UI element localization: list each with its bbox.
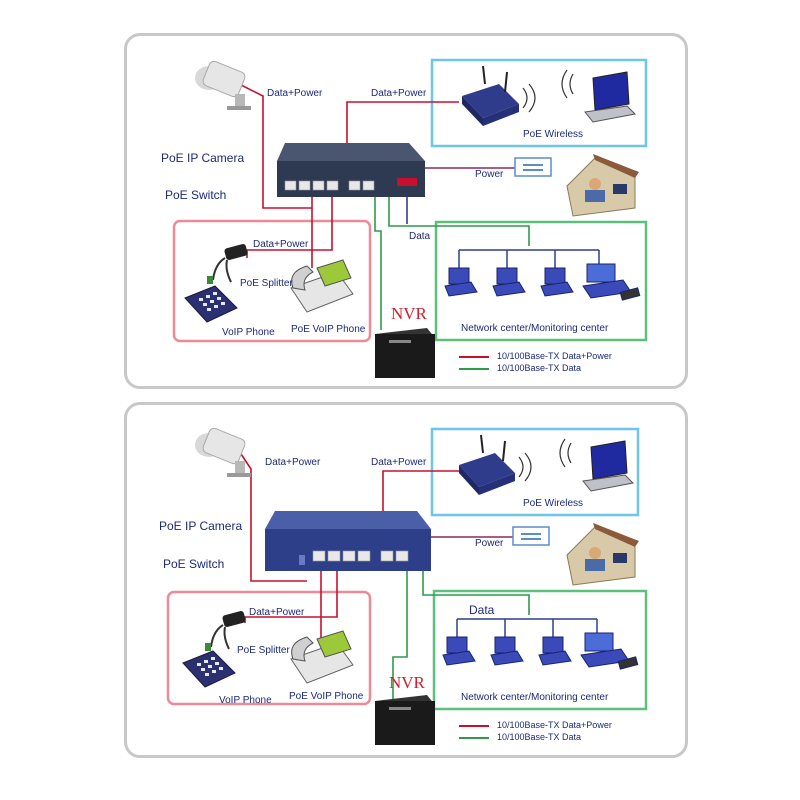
home-office-icon bbox=[566, 523, 639, 586]
wireless-router-icon bbox=[459, 434, 532, 495]
data-label: Data bbox=[409, 231, 431, 242]
power-adapter-icon bbox=[514, 157, 552, 177]
switch-label: PoE Switch bbox=[165, 188, 227, 202]
voip-phone-icon bbox=[182, 650, 236, 688]
wireless-group-box bbox=[430, 427, 640, 517]
camera-data-power-line bbox=[238, 450, 307, 582]
camera-label: PoE IP Camera bbox=[161, 151, 245, 165]
legend-green-label: 10/100Base-TX Data bbox=[497, 363, 582, 373]
poe-voip-phone-icon bbox=[290, 630, 354, 684]
diagram-panel-bottom: Data+Power Data+Power PoE IP Camera PoE … bbox=[124, 402, 688, 758]
panel-drawing bbox=[172, 58, 648, 378]
network-center-label: Network center/Monitoring center bbox=[461, 323, 609, 334]
network-data-line bbox=[388, 196, 530, 246]
poe-switch-icon bbox=[265, 511, 431, 571]
wireless-data-power-line bbox=[346, 101, 459, 161]
poe-voip-phone-label: PoE VoIP Phone bbox=[289, 691, 364, 702]
poe-splitter-icon bbox=[207, 244, 248, 284]
ip-camera-icon bbox=[195, 427, 251, 477]
nvr-data-line bbox=[392, 570, 408, 699]
wireless-label: PoE Wireless bbox=[523, 498, 584, 509]
wireless-router-icon bbox=[462, 65, 536, 126]
switch-label: PoE Switch bbox=[163, 557, 225, 571]
phone-group-box bbox=[166, 590, 372, 706]
power-adapter-icon bbox=[512, 526, 550, 546]
phone-link-label: Data+Power bbox=[249, 607, 305, 618]
voip-phone-label: VoIP Phone bbox=[222, 327, 275, 338]
legend-red-label: 10/100Base-TX Data+Power bbox=[497, 351, 612, 361]
monitoring-pc-icons bbox=[444, 263, 641, 301]
nvr-data-line bbox=[374, 196, 382, 330]
home-office-icon bbox=[566, 154, 639, 217]
phone-link-label: Data+Power bbox=[253, 239, 309, 250]
camera-link-label: Data+Power bbox=[267, 88, 323, 99]
wireless-group-box bbox=[430, 58, 648, 148]
splitter-label: PoE Splitter bbox=[240, 278, 293, 289]
network-group-box bbox=[434, 220, 648, 342]
camera-label: PoE IP Camera bbox=[159, 519, 243, 533]
nvr-icon bbox=[375, 695, 435, 745]
camera-link-label: Data+Power bbox=[265, 457, 321, 468]
poe-voip-phone-icon bbox=[290, 259, 354, 313]
laptop-icon bbox=[561, 69, 637, 123]
panel-drawing bbox=[166, 427, 648, 745]
power-label: Power bbox=[475, 538, 504, 549]
nvr-label: NVR bbox=[391, 304, 427, 323]
nvr-label: NVR bbox=[389, 673, 425, 692]
data-label: Data bbox=[469, 603, 495, 617]
legend-green-label: 10/100Base-TX Data bbox=[497, 732, 582, 742]
poe-switch-icon bbox=[277, 143, 425, 197]
legend-red-label: 10/100Base-TX Data+Power bbox=[497, 720, 612, 730]
network-group-box bbox=[432, 589, 648, 711]
power-label: Power bbox=[475, 169, 504, 180]
wireless-label: PoE Wireless bbox=[523, 129, 584, 140]
nvr-icon bbox=[375, 328, 435, 378]
voip-phone-label: VoIP Phone bbox=[219, 695, 272, 706]
phone-group-box bbox=[172, 219, 372, 343]
network-data-line bbox=[422, 570, 530, 615]
network-center-label: Network center/Monitoring center bbox=[461, 692, 609, 703]
wireless-link-label: Data+Power bbox=[371, 88, 427, 99]
voip-phone-icon bbox=[184, 285, 238, 323]
wireless-link-label: Data+Power bbox=[371, 457, 427, 468]
camera-data-power-line bbox=[238, 83, 312, 209]
laptop-icon bbox=[559, 438, 635, 492]
splitter-label: PoE Splitter bbox=[237, 645, 290, 656]
poe-voip-phone-label: PoE VoIP Phone bbox=[291, 324, 366, 335]
ip-camera-icon bbox=[195, 60, 251, 110]
monitoring-pc-icons bbox=[442, 632, 639, 670]
diagram-panel-top: Data+Power Data+Power PoE IP Camera PoE … bbox=[124, 33, 688, 389]
switch-body bbox=[265, 529, 431, 571]
poe-splitter-icon bbox=[205, 611, 246, 651]
